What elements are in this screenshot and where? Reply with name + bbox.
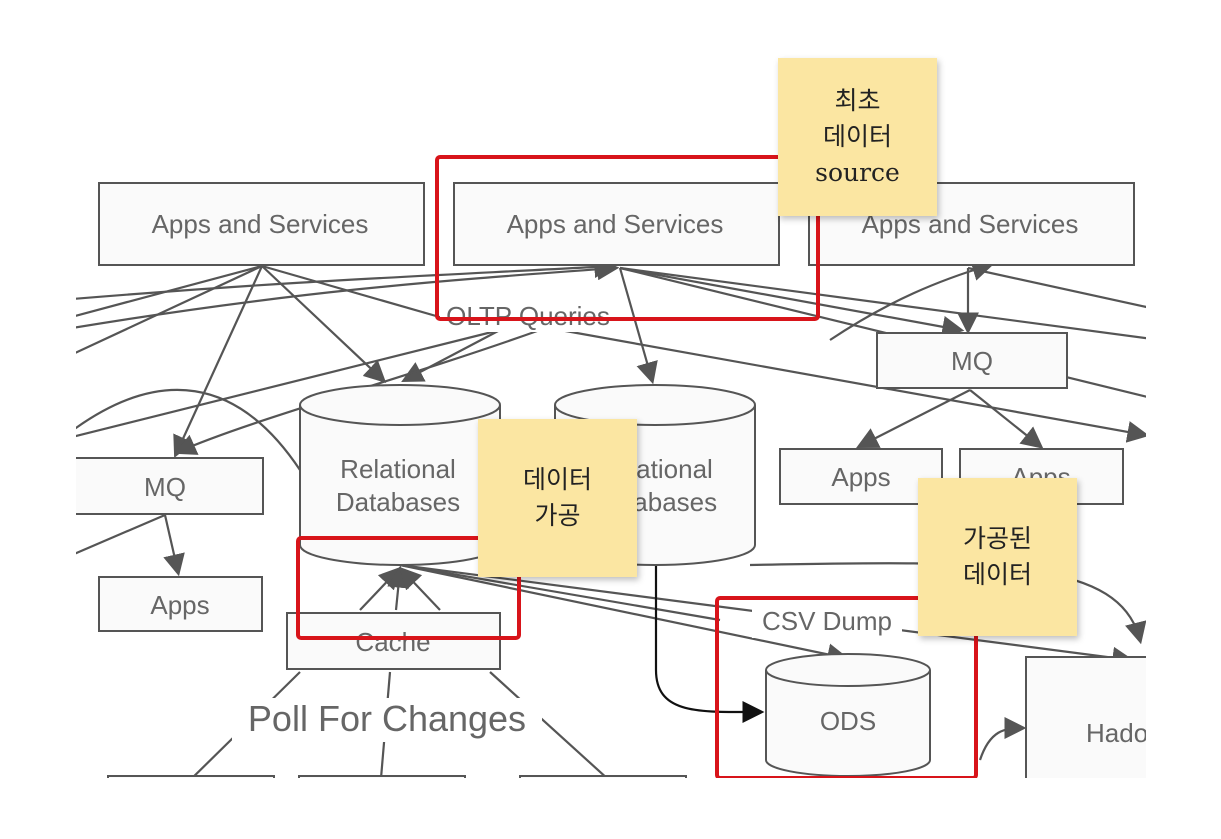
hadoop-label: Hadoop bbox=[1086, 718, 1177, 748]
apps-label-right-1: Apps bbox=[831, 462, 890, 492]
relational-db-cylinder-1: Relational Databases bbox=[299, 384, 501, 566]
poll-for-changes-label: Poll For Changes bbox=[248, 698, 526, 739]
apps-services-box-2: Apps and Services bbox=[453, 182, 780, 266]
apps-services-label-2: Apps and Services bbox=[507, 209, 724, 239]
sticky-note-processed: 가공된 데이터 bbox=[918, 478, 1077, 636]
apps-services-label-1: Apps and Services bbox=[152, 209, 369, 239]
apps-box-right-1: Apps bbox=[779, 448, 943, 505]
relational-db-label-1b: Databases bbox=[336, 487, 460, 517]
csv-dump-label: CSV Dump bbox=[762, 606, 892, 636]
hadoop-box: Hadoop bbox=[1025, 656, 1177, 778]
cache-box: Cache bbox=[286, 612, 501, 670]
poll-for-changes-group: Poll For Changes bbox=[232, 698, 542, 742]
sticky-note-processing: 데이터 가공 bbox=[478, 419, 637, 577]
highlight-processed bbox=[715, 596, 978, 778]
csv-dump-group: CSV Dump bbox=[752, 604, 902, 638]
bottom-boxes bbox=[107, 775, 687, 778]
mq-label-left: MQ bbox=[144, 472, 186, 502]
apps-services-box-3: Apps and Services bbox=[808, 182, 1135, 266]
sticky-note-source: 최초 데이터 source bbox=[778, 58, 937, 216]
mq-box-right: MQ bbox=[876, 332, 1068, 389]
oltp-queries-label: OLTP Queries bbox=[446, 301, 610, 331]
apps-services-box-1: Apps and Services bbox=[98, 182, 425, 266]
cache-label: Cache bbox=[355, 627, 430, 657]
relational-db-label-1a: Relational bbox=[340, 454, 456, 484]
highlights bbox=[296, 155, 978, 778]
mq-box-left: MQ bbox=[76, 457, 264, 515]
highlight-source bbox=[435, 155, 820, 321]
apps-box-left: Apps bbox=[98, 576, 263, 632]
ods-cylinder: ODS bbox=[765, 653, 931, 777]
ods-label: ODS bbox=[820, 706, 876, 736]
oltp-queries-label-group: OLTP Queries bbox=[440, 296, 618, 332]
apps-label-left: Apps bbox=[150, 590, 209, 620]
mq-label-right: MQ bbox=[951, 346, 993, 376]
highlight-processing bbox=[296, 536, 521, 640]
